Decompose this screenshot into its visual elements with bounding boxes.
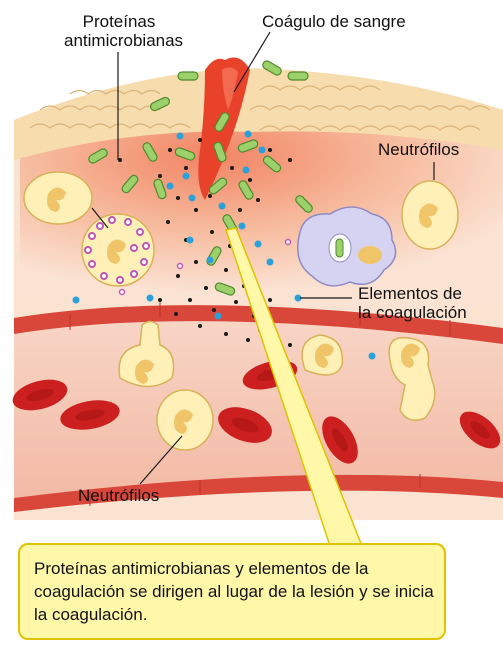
caption-box: Proteínas antimicrobianas y elementos de… <box>18 543 446 640</box>
neutrophils-top-label: Neutrófilos <box>378 140 459 159</box>
engulfed-bacterium <box>336 239 343 257</box>
bacterium <box>288 72 308 80</box>
antimicrobial-label-line2: antimicrobianas <box>64 31 174 50</box>
macrophage-nucleus <box>358 246 382 264</box>
neutrophils-bottom-label: Neutrófilos <box>78 486 159 505</box>
antimicrobial-label-line1: Proteínas <box>64 12 174 31</box>
clotting-elements-label: Elementos de la coagulación <box>358 284 467 322</box>
clotting-label-line1: Elementos de <box>358 284 467 303</box>
clotting-label-line2: la coagulación <box>358 303 467 322</box>
blood-clot-label: Coágulo de sangre <box>262 12 406 31</box>
caption-text: Proteínas antimicrobianas y elementos de… <box>34 557 444 626</box>
antimicrobial-proteins-label: Proteínas antimicrobianas <box>64 12 174 50</box>
bacterium <box>178 72 198 80</box>
